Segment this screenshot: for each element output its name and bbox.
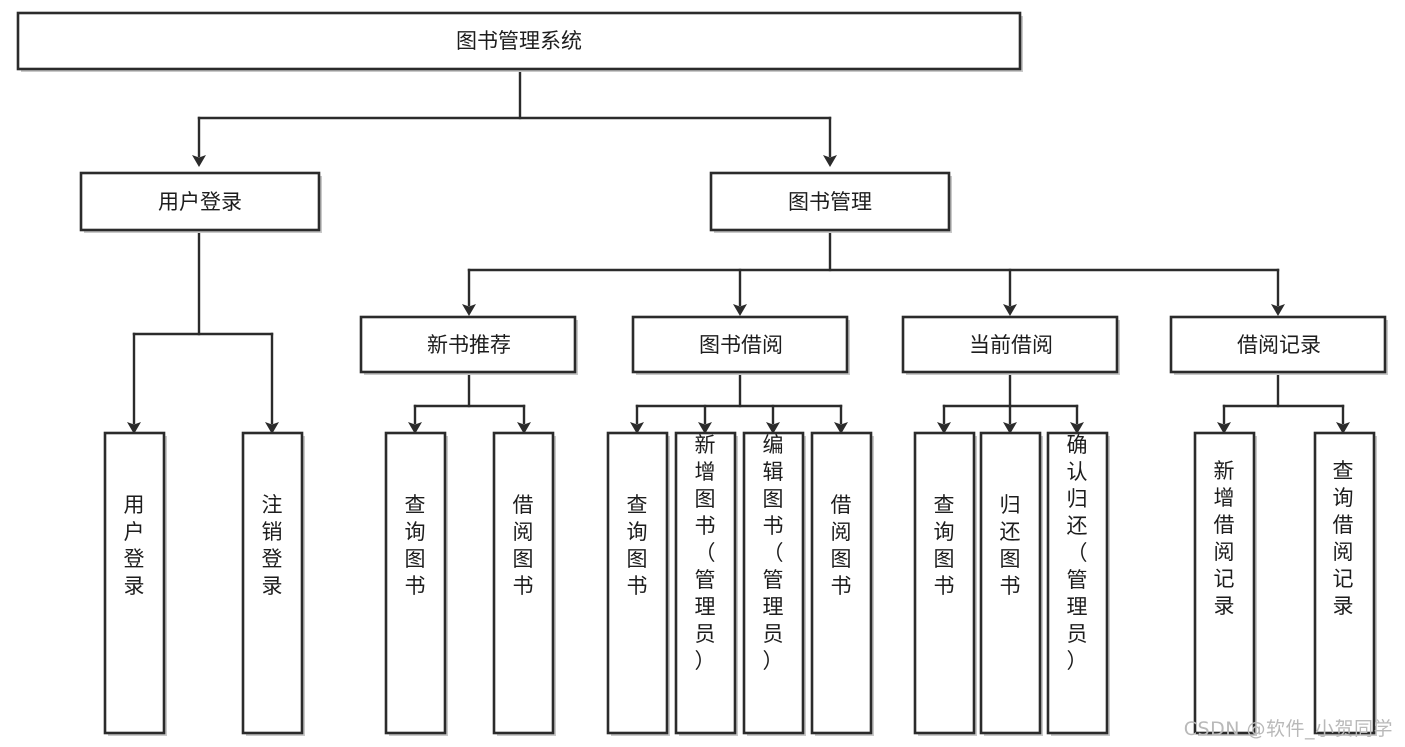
node-leaf-query-book-2[interactable]: 查询图书 — [606, 431, 670, 736]
connector-userlogin-to-leaves — [127, 231, 279, 434]
node-new-book-recommend[interactable]: 新书推荐 — [359, 315, 578, 375]
node-leaf-add-record[interactable]: 新增借阅记录 — [1193, 431, 1257, 736]
node-leaf-user-logout-label: 注销登录 — [262, 493, 283, 598]
connector-newbook-to-leaves — [408, 372, 531, 434]
node-book-borrow-label: 图书借阅 — [699, 333, 783, 357]
node-borrow-record-label: 借阅记录 — [1237, 333, 1321, 357]
node-leaf-query-book-1[interactable]: 查询图书 — [384, 431, 448, 736]
node-book-management-label: 图书管理 — [788, 190, 872, 214]
connector-bookmgmt-to-level3 — [462, 231, 1285, 316]
node-root-label: 图书管理系统 — [456, 29, 582, 53]
node-leaf-query-book-3-label: 查询图书 — [934, 493, 955, 598]
node-leaf-borrow-book-1[interactable]: 借阅图书 — [492, 431, 556, 736]
node-leaf-borrow-book-2[interactable]: 借阅图书 — [810, 431, 874, 736]
node-leaf-user-login-label: 用户登录 — [124, 493, 145, 598]
node-leaf-borrow-book-2-label: 借阅图书 — [831, 493, 852, 598]
node-leaf-query-book-2-label: 查询图书 — [627, 493, 648, 598]
node-leaf-borrow-book-1-label: 借阅图书 — [513, 493, 534, 598]
node-book-borrow[interactable]: 图书借阅 — [631, 315, 850, 375]
node-user-login[interactable]: 用户登录 — [79, 171, 322, 233]
node-book-management[interactable]: 图书管理 — [709, 171, 952, 233]
node-leaf-query-record[interactable]: 查询借阅记录 — [1313, 431, 1377, 736]
node-leaf-edit-book-label: 编辑图书（管理员） — [763, 433, 784, 673]
node-leaf-user-logout[interactable]: 注销登录 — [241, 431, 305, 736]
csdn-watermark: CSDN @软件_小贺同学 — [1183, 718, 1393, 740]
node-leaf-add-book[interactable]: 新增图书（管理员） — [674, 431, 738, 736]
node-leaf-add-record-label: 新增借阅记录 — [1214, 459, 1235, 618]
node-current-borrow-label: 当前借阅 — [969, 333, 1053, 357]
node-root[interactable]: 图书管理系统 — [16, 11, 1023, 72]
connector-currentborrow-to-leaves — [937, 372, 1084, 434]
node-leaf-add-book-label: 新增图书（管理员） — [695, 433, 716, 673]
node-borrow-record[interactable]: 借阅记录 — [1169, 315, 1388, 375]
node-leaf-query-book-1-label: 查询图书 — [405, 493, 426, 598]
node-leaf-return-book[interactable]: 归还图书 — [979, 431, 1043, 736]
node-new-book-recommend-label: 新书推荐 — [427, 333, 511, 357]
node-user-login-label: 用户登录 — [158, 190, 242, 214]
node-leaf-query-book-3[interactable]: 查询图书 — [913, 431, 977, 736]
node-leaf-confirm-return[interactable]: 确认归还（管理员） — [1046, 431, 1110, 736]
connector-borrowrecord-to-leaves — [1217, 372, 1350, 434]
connector-layer — [127, 70, 1350, 434]
node-leaf-return-book-label: 归还图书 — [1000, 493, 1021, 598]
node-leaf-confirm-return-label: 确认归还（管理员） — [1067, 433, 1088, 673]
node-leaf-edit-book[interactable]: 编辑图书（管理员） — [742, 431, 806, 736]
node-leaf-query-record-label: 查询借阅记录 — [1333, 459, 1354, 618]
connector-root-to-level2 — [192, 70, 837, 167]
node-leaf-user-login[interactable]: 用户登录 — [103, 431, 167, 736]
connector-bookborrow-to-leaves — [630, 372, 848, 434]
node-current-borrow[interactable]: 当前借阅 — [901, 315, 1120, 375]
